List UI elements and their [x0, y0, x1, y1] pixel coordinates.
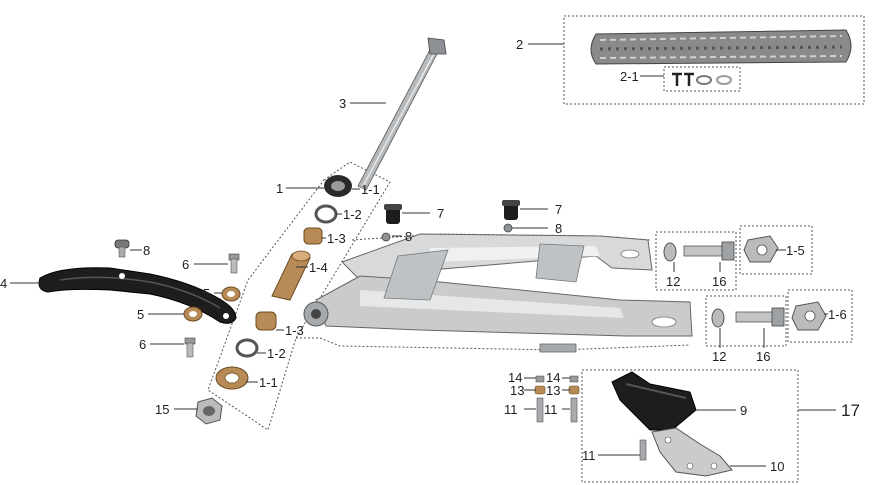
group-box-12-16-bottom [705, 295, 787, 347]
callout-labels: 2 2-1 3 1 1-1 1-2 1-3 1-4 1-3 1-2 1-1 4 … [0, 37, 860, 474]
group-box-17 [581, 369, 799, 483]
bolt-icon [568, 375, 580, 423]
washer-icon [235, 338, 259, 358]
callout-1-3-bottom: 1-3 [285, 323, 304, 338]
chain-roller-icon [384, 204, 402, 224]
bolt-icon [735, 307, 785, 327]
leader-lines [10, 43, 836, 467]
chain-master-link-icon [672, 72, 732, 86]
nut-icon [195, 397, 223, 425]
callout-5-right: 5 [203, 286, 210, 301]
swingarm-icon [303, 233, 693, 353]
callout-17: 17 [841, 401, 860, 420]
callout-9: 9 [740, 403, 747, 418]
chain-guide-bracket-icon [651, 427, 733, 477]
group-box-2-1 [663, 66, 741, 92]
chain-adjuster-icon [743, 235, 779, 263]
callout-8-left: 8 [143, 243, 150, 258]
callout-6-top: 6 [182, 257, 189, 272]
washer-icon [183, 306, 203, 322]
bolt-icon [228, 253, 240, 274]
callout-4: 4 [0, 276, 7, 291]
callout-12-bottom: 12 [712, 349, 726, 364]
callout-13-left: 13 [510, 383, 524, 398]
callout-1-6: 1-6 [828, 307, 847, 322]
callout-1-2-top: 1-2 [343, 207, 362, 222]
bearing-icon [303, 227, 323, 245]
callout-15: 15 [155, 402, 169, 417]
group-box-1-5 [739, 225, 813, 275]
callout-1-2-bottom: 1-2 [267, 346, 286, 361]
callout-7-right: 7 [555, 202, 562, 217]
drive-chain-icon [590, 29, 852, 65]
group-box-12-16-top [655, 231, 737, 291]
callout-11-mid: 11 [544, 402, 558, 417]
callout-13-right: 13 [546, 383, 560, 398]
callout-11-left: 11 [504, 402, 518, 417]
washer-icon [314, 204, 338, 224]
callout-5-left: 5 [137, 307, 144, 322]
callout-2-1: 2-1 [620, 69, 639, 84]
callout-1: 1 [276, 181, 283, 196]
callout-16-bottom: 16 [756, 349, 770, 364]
callout-1-1-bottom: 1-1 [259, 375, 278, 390]
pivot-axle-icon [357, 37, 447, 191]
callout-8-mid: 8 [405, 229, 412, 244]
callout-2: 2 [516, 37, 523, 52]
bolt-icon [184, 337, 196, 358]
chain-roller-icon [502, 200, 520, 220]
group-box-1 [207, 161, 391, 431]
callout-1-4: 1-4 [309, 260, 328, 275]
nut-icon [711, 308, 725, 328]
callout-14-left: 14 [508, 370, 522, 385]
bolt-icon [381, 232, 391, 242]
callout-16-top: 16 [712, 274, 726, 289]
callout-7-left: 7 [437, 206, 444, 221]
bolt-icon [683, 241, 735, 261]
callout-11-bottom: 11 [582, 448, 596, 463]
bolt-icon [534, 375, 546, 423]
bolt-icon [639, 439, 647, 461]
chain-guide-icon [611, 371, 697, 431]
callout-14-right: 14 [546, 370, 560, 385]
chain-adjuster-icon [791, 301, 827, 331]
callout-3: 3 [339, 96, 346, 111]
group-box-2 [563, 15, 865, 105]
seal-icon [324, 175, 352, 197]
washer-icon [221, 286, 241, 302]
callout-6-bottom: 6 [139, 337, 146, 352]
callout-1-1-top: 1-1 [361, 182, 380, 197]
swingarm-outline-bottom [296, 337, 691, 351]
callout-1-3-top: 1-3 [327, 231, 346, 246]
callout-12-top: 12 [666, 274, 680, 289]
bushing-icon [271, 250, 311, 301]
seal-icon [215, 366, 249, 390]
callout-1-5: 1-5 [786, 243, 805, 258]
callout-8-right: 8 [555, 221, 562, 236]
bolt-icon [503, 223, 513, 233]
nut-icon [663, 242, 677, 262]
bearing-icon [255, 311, 277, 331]
group-box-1-6 [787, 289, 853, 343]
callout-10: 10 [770, 459, 784, 474]
chain-slider-icon [38, 267, 237, 324]
bolt-icon [114, 239, 130, 258]
